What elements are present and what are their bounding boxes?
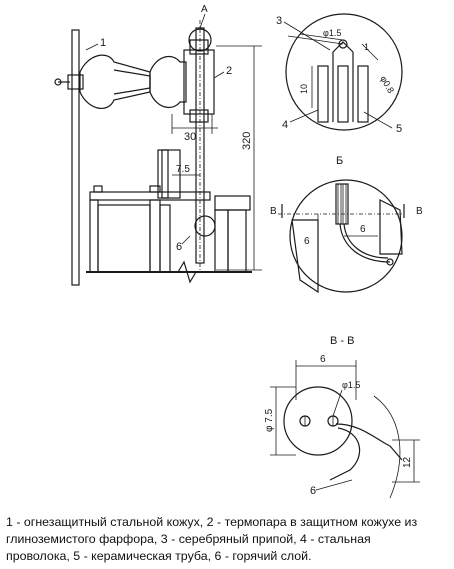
main-assembly-view: 30 320 7.5 [54,4,262,286]
dimension-7-5-main: 7.5 [176,164,190,175]
callout-6-main: 6 [176,241,182,253]
dimension-1: 1 [364,42,369,52]
detail-a-view: 10 φ1.5 φ0.8 1 3 4 5 [276,13,403,135]
view-a-marker: A [201,4,208,15]
dimension-320: 320 [241,132,253,150]
callout-1: 1 [100,37,106,49]
dimension-10: 10 [299,84,309,94]
callout-5: 5 [396,123,402,135]
dimension-phi-0-8: φ0.8 [378,74,396,95]
dimension-6-b-vertical: 6 [304,236,310,247]
callout-3: 3 [276,15,282,27]
detail-b-marker-circle [194,215,216,237]
caption-line-3: проволока, 5 - керамическая труба, 6 - г… [6,548,312,563]
dimension-12: 12 [402,456,413,468]
steel-casing-rod [71,29,80,286]
left-insulator [79,54,151,109]
technical-drawing: 30 320 7.5 [54,4,423,499]
dimension-6-section: 6 [320,354,326,365]
section-mark-right: В [416,206,423,217]
dimension-phi-1-5-section: φ1.5 [342,380,360,390]
section-title: В - В [330,335,354,347]
callout-2: 2 [226,65,232,77]
right-insulator [149,55,187,109]
dimension-phi-1-5-a: φ1.5 [323,28,341,38]
dimension-6-b-horizontal: 6 [360,224,366,235]
callout-4: 4 [282,119,288,131]
detail-a-marker-circle [188,28,212,52]
caption-line-1: 1 - огнезащитный стальной кожух, 2 - тер… [6,515,418,529]
section-mark-left: В [270,206,277,217]
view-b-marker: Б [336,155,343,167]
dimension-30: 30 [184,131,196,143]
dimension-phi-7-5-section: φ 7.5 [264,408,275,432]
detail-b-view: Б В В 6 6 [270,155,423,294]
callout-6-section: 6 [310,485,316,497]
figure-caption: 1 - огнезащитный стальной кожух, 2 - тер… [6,514,450,564]
caption-line-2: глиноземистого фарфора, 3 - серебряный п… [6,531,371,546]
hot-layer-fill [97,204,151,273]
section-b-b-view: В - В 6 φ1.5 φ 7.5 12 6 [264,335,420,499]
